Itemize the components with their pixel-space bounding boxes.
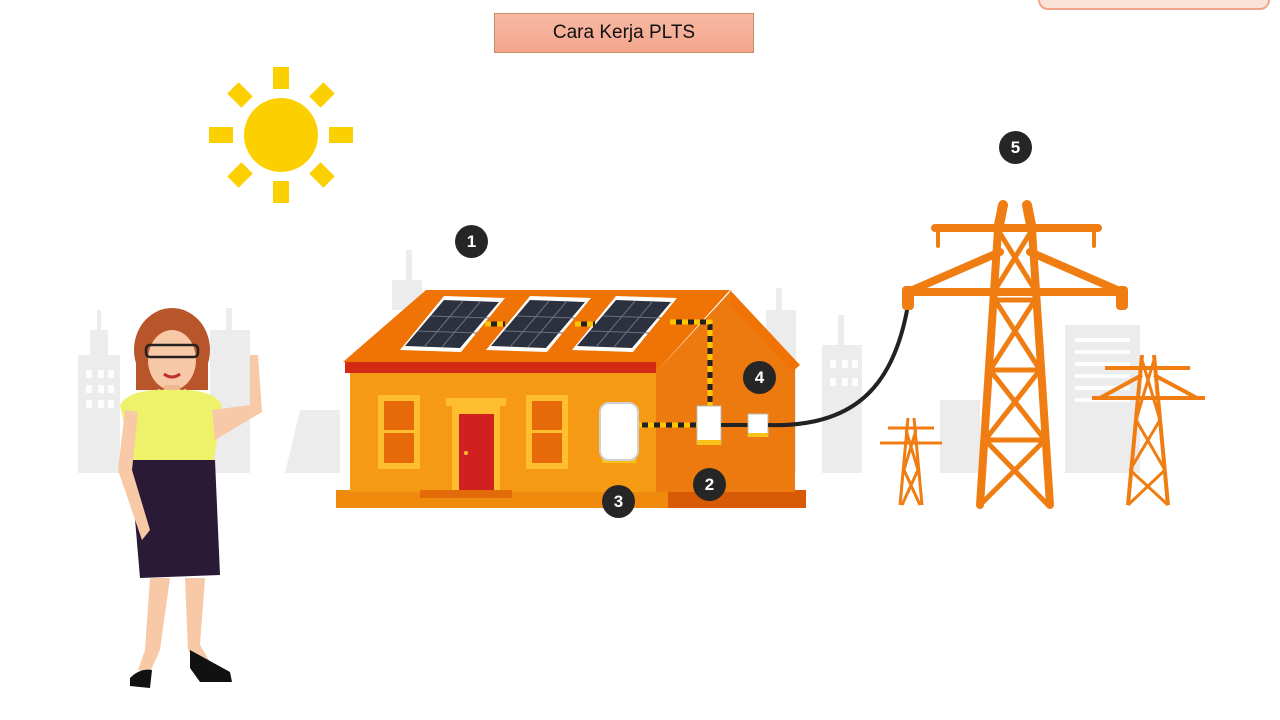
- solar-panel: [572, 296, 677, 352]
- house: [336, 290, 806, 508]
- insulator-right: [1116, 286, 1128, 310]
- grid-cable: [767, 304, 910, 428]
- presenter-woman: [118, 308, 262, 688]
- sun-icon: [209, 67, 353, 203]
- junction-box-icon: [747, 413, 769, 437]
- inverter-icon: [599, 402, 639, 463]
- transmission-tower-small-right: [1092, 354, 1205, 507]
- insulator-left: [902, 286, 914, 310]
- solar-panels: [400, 296, 677, 352]
- transmission-tower-small-left: [880, 417, 942, 506]
- solar-panel: [400, 296, 505, 352]
- city-skyline: [78, 250, 1140, 473]
- step-badge-1: 1: [455, 225, 488, 258]
- transmission-tower-large: [904, 200, 1126, 509]
- solar-panel: [486, 296, 591, 352]
- dc-cable: [485, 319, 713, 428]
- step-badge-3: 3: [602, 485, 635, 518]
- meter-icon: [696, 405, 722, 445]
- step-badge-5: 5: [999, 131, 1032, 164]
- step-badge-4: 4: [743, 361, 776, 394]
- step-badge-2: 2: [693, 468, 726, 501]
- diagram-title: Cara Kerja PLTS: [494, 13, 754, 53]
